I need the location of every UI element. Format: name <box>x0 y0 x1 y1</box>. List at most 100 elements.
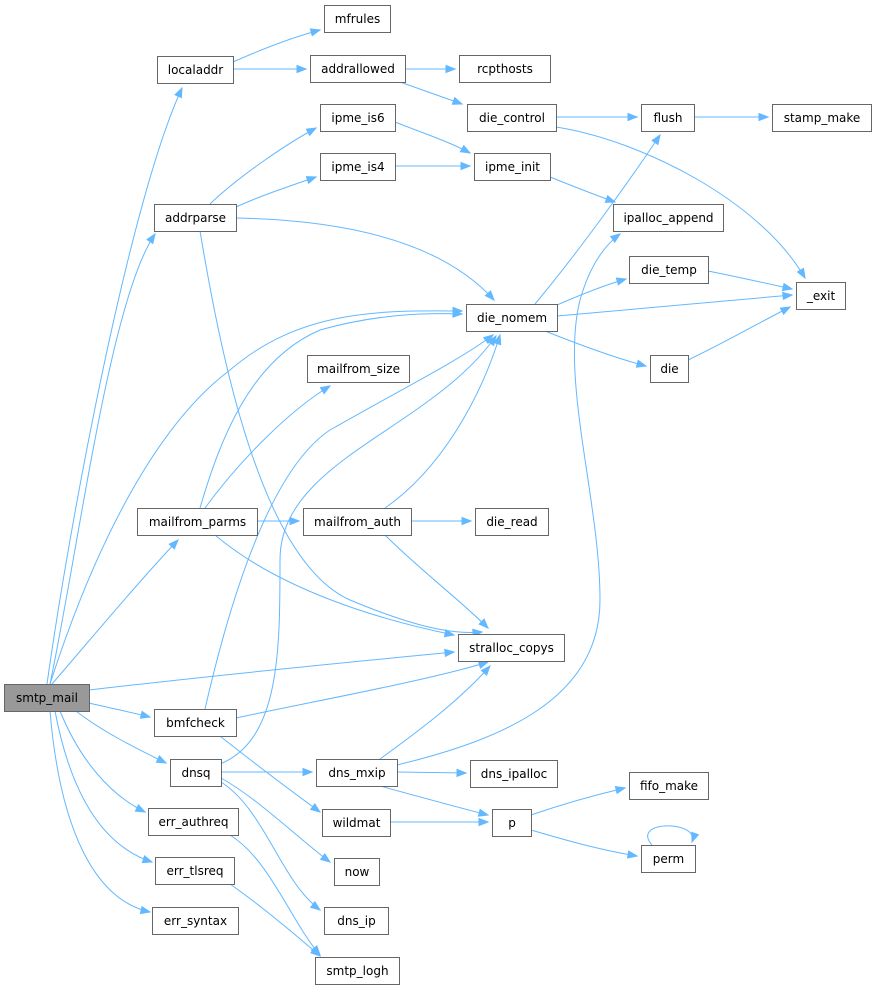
edge-line <box>49 710 151 913</box>
node-smtp-mail[interactable]: smtp_mail <box>4 684 90 712</box>
node-box[interactable] <box>320 153 396 181</box>
edge-arrowhead <box>796 267 806 280</box>
node-box[interactable] <box>322 809 391 837</box>
node-box[interactable] <box>154 204 237 232</box>
node-box[interactable] <box>629 256 709 284</box>
node-box[interactable] <box>492 809 532 837</box>
node-mfrules[interactable]: mfrules <box>324 5 391 33</box>
node-box[interactable] <box>334 858 380 886</box>
node-perm[interactable]: perm <box>641 845 696 873</box>
node-box[interactable] <box>310 55 406 83</box>
edge-arrowhead <box>452 309 464 318</box>
node-dns-ipalloc[interactable]: dns_ipalloc <box>470 760 558 788</box>
edge-dnsq-to-now <box>220 777 332 863</box>
node-box[interactable] <box>641 845 696 873</box>
node-box[interactable] <box>155 857 235 885</box>
edge-line <box>530 787 626 816</box>
node-box[interactable] <box>137 508 258 536</box>
node-die-control[interactable]: die_control <box>467 104 557 132</box>
node-smtp-logh[interactable]: smtp_logh <box>315 957 400 985</box>
node-box[interactable] <box>316 759 398 787</box>
edge-arrowhead <box>604 194 617 203</box>
node-stralloc-copys[interactable]: stralloc_copys <box>458 634 565 662</box>
node-box[interactable] <box>629 772 709 800</box>
edge-arrowhead <box>319 852 332 863</box>
node-dns-mxip[interactable]: dns_mxip <box>316 759 398 787</box>
node-box[interactable] <box>315 957 400 985</box>
node-die[interactable]: die <box>650 355 689 383</box>
node-box[interactable] <box>324 5 391 33</box>
node-box[interactable] <box>170 759 222 787</box>
node-label: p <box>508 816 516 830</box>
node-box[interactable] <box>157 56 234 84</box>
node-box[interactable] <box>154 709 237 737</box>
edge-arrowhead <box>484 290 495 302</box>
node-label: perm <box>653 852 684 866</box>
node-box[interactable] <box>475 508 549 536</box>
node-rcpthosts[interactable]: rcpthosts <box>459 55 551 83</box>
node-box[interactable] <box>772 104 872 132</box>
node-box[interactable] <box>474 153 551 181</box>
node-box[interactable] <box>148 808 239 836</box>
node-wildmat[interactable]: wildmat <box>322 809 391 837</box>
node-stamp-make[interactable]: stamp_make <box>772 104 872 132</box>
node-mailfrom-auth[interactable]: mailfrom_auth <box>303 508 412 536</box>
edge-line <box>544 330 647 367</box>
edge-arrowhead <box>309 900 322 911</box>
node-addrparse[interactable]: addrparse <box>154 204 237 232</box>
node-box[interactable] <box>324 907 389 935</box>
node-now[interactable]: now <box>334 858 380 886</box>
edge-line <box>220 781 321 911</box>
node-die-nomem[interactable]: die_nomem <box>466 304 558 332</box>
node-mailfrom-parms[interactable]: mailfrom_parms <box>137 508 258 536</box>
node-box[interactable] <box>650 355 689 383</box>
node-label: dns_ip <box>337 914 375 928</box>
node-err-tlsreq[interactable]: err_tlsreq <box>155 857 235 885</box>
node-box[interactable] <box>467 104 557 132</box>
node-ipme-is4[interactable]: ipme_is4 <box>320 153 396 181</box>
node-box[interactable] <box>466 304 558 332</box>
node-die-read[interactable]: die_read <box>475 508 549 536</box>
node-localaddr[interactable]: localaddr <box>157 56 234 84</box>
edge-line <box>534 134 661 305</box>
node-flush[interactable]: flush <box>641 104 695 132</box>
edge-mailfrom_auth-to-die_read <box>411 516 473 526</box>
node-box[interactable] <box>4 684 90 712</box>
node-label: _exit <box>806 289 836 303</box>
node-die-temp[interactable]: die_temp <box>629 256 709 284</box>
node-dnsq[interactable]: dnsq <box>170 759 222 787</box>
node-err-syntax[interactable]: err_syntax <box>152 907 239 935</box>
edge-arrowhead <box>487 334 497 347</box>
edge-arrowhead <box>627 112 639 122</box>
edge-addrallowed-to-die_control <box>399 81 464 105</box>
node-label: ipme_is4 <box>331 160 384 174</box>
node-box[interactable] <box>459 55 551 83</box>
node-err-authreq[interactable]: err_authreq <box>148 808 239 836</box>
node-box[interactable] <box>152 907 239 935</box>
node-ipme-is6[interactable]: ipme_is6 <box>320 104 396 132</box>
edge-arrowhead <box>174 86 183 99</box>
edge-arrowhead <box>139 905 152 915</box>
node-addrallowed[interactable]: addrallowed <box>310 55 406 83</box>
node-label: stralloc_copys <box>469 641 554 655</box>
node--exit[interactable]: _exit <box>796 282 846 310</box>
node-box[interactable] <box>796 282 846 310</box>
node-fifo-make[interactable]: fifo_make <box>629 772 709 800</box>
node-dns-ip[interactable]: dns_ip <box>324 907 389 935</box>
edge-line <box>49 233 156 685</box>
node-bmfcheck[interactable]: bmfcheck <box>154 709 237 737</box>
node-mailfrom-size[interactable]: mailfrom_size <box>307 355 410 383</box>
node-box[interactable] <box>303 508 412 536</box>
node-box[interactable] <box>641 104 695 132</box>
node-label: ipme_init <box>485 160 540 174</box>
node-ipme-init[interactable]: ipme_init <box>474 153 551 181</box>
node-box[interactable] <box>613 204 724 232</box>
edge-localaddr-to-mfrules <box>232 28 322 63</box>
edge-dns_mxip-to-p <box>379 785 490 817</box>
node-box[interactable] <box>470 760 558 788</box>
node-box[interactable] <box>458 634 565 662</box>
node-box[interactable] <box>320 104 396 132</box>
node-box[interactable] <box>307 355 410 383</box>
node-p[interactable]: p <box>492 809 532 837</box>
node-ipalloc-append[interactable]: ipalloc_append <box>613 204 724 232</box>
